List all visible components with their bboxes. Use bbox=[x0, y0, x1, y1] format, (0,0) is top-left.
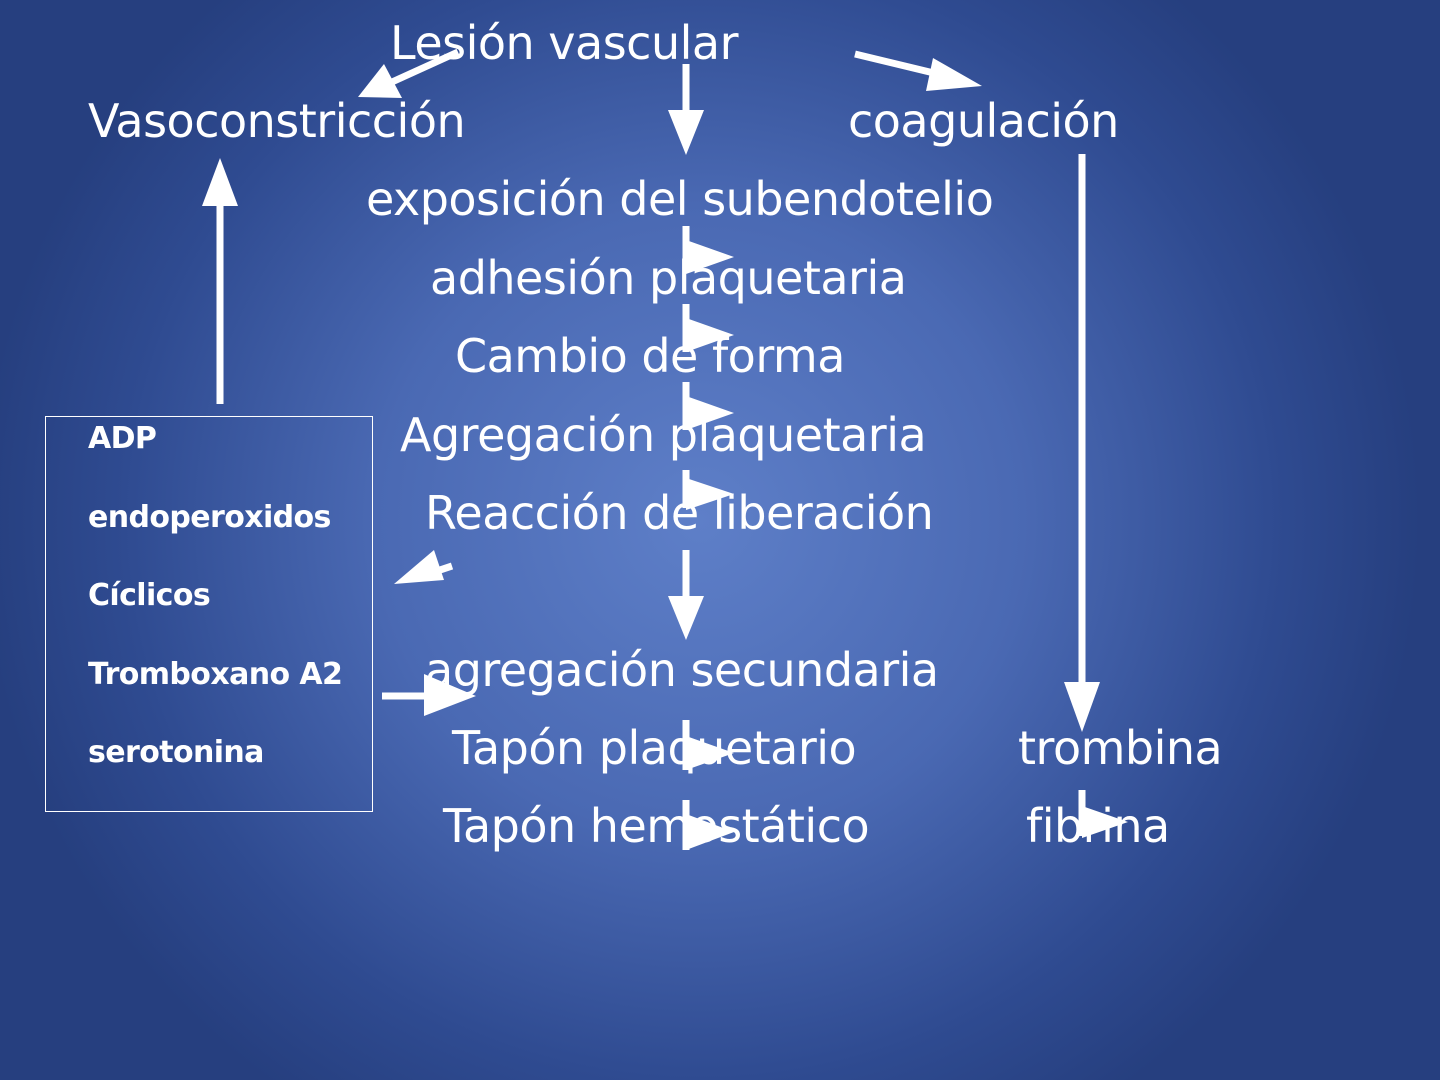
substance-ciclicos: Cíclicos bbox=[88, 578, 211, 613]
node-tapon-hemostatico: Tapón hemostático bbox=[443, 799, 870, 853]
arrow-cambio-to-agregacion bbox=[682, 382, 734, 430]
arrow-lesion-to-vasoconstriccion bbox=[358, 48, 460, 98]
arrow-lesion-to-coagulacion bbox=[854, 50, 982, 91]
substance-endoperoxidos: endoperoxidos bbox=[88, 500, 331, 535]
node-cambio-forma: Cambio de forma bbox=[455, 329, 845, 383]
arrow-agregacion-secundaria-to-tapon bbox=[682, 720, 734, 770]
substance-tromboxano-a2: Tromboxano A2 bbox=[88, 657, 343, 692]
node-adhesion-plaquetaria: adhesión plaquetaria bbox=[430, 251, 907, 305]
arrow-adhesion-to-cambio bbox=[682, 304, 734, 352]
node-agregacion-secundaria: agregación secundaria bbox=[425, 643, 939, 697]
substance-adp: ADP bbox=[88, 421, 157, 456]
node-tapon-plaquetario: Tapón plaquetario bbox=[452, 721, 857, 775]
arrow-box-to-agregacion-secundaria bbox=[382, 674, 476, 716]
node-trombina: trombina bbox=[1018, 721, 1223, 775]
node-agregacion-plaquetaria: Agregación plaquetaria bbox=[400, 408, 927, 462]
arrow-reaccion-to-box bbox=[394, 550, 454, 584]
released-substances-box bbox=[45, 416, 373, 812]
node-coagulacion: coagulación bbox=[848, 94, 1119, 148]
substance-serotonina: serotonina bbox=[88, 735, 264, 770]
arrow-agregacion-to-reaccion bbox=[682, 470, 734, 510]
arrow-reaccion-to-agregacion-secundaria bbox=[668, 550, 704, 640]
node-vasoconstriccion: Vasoconstricción bbox=[88, 94, 466, 148]
arrow-trombina-to-fibrina bbox=[1078, 790, 1128, 838]
arrow-exposicion-to-adhesion bbox=[682, 226, 734, 274]
node-exposicion-subendotelio: exposición del subendotelio bbox=[366, 172, 994, 226]
node-reaccion-liberacion: Reacción de liberación bbox=[425, 486, 934, 540]
arrow-tapon-to-hemostatico bbox=[682, 800, 734, 850]
arrow-lesion-to-exposicion bbox=[668, 64, 704, 155]
arrow-coagulacion-to-trombina bbox=[1064, 154, 1100, 732]
arrow-box-to-vasoconstriccion bbox=[202, 158, 238, 404]
